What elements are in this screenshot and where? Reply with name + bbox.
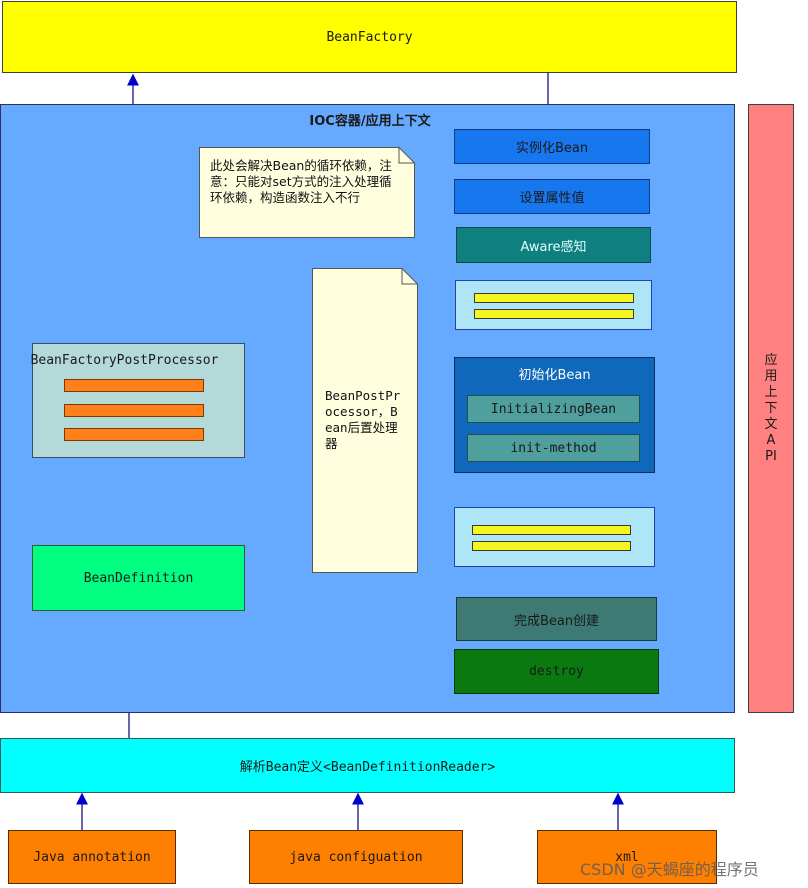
destroy-step: destroy (454, 649, 659, 694)
bean-definition-reader-box: 解析Bean定义<BeanDefinitionReader> (0, 738, 735, 793)
aware-step: Aware感知 (456, 227, 651, 263)
source-java-annotation: Java annotation (8, 830, 176, 884)
bean-factory-post-processor-label: BeanFactoryPostProcessor (30, 352, 219, 368)
circular-dependency-note-shape (199, 147, 415, 238)
bean-definition-box: BeanDefinition (32, 545, 245, 611)
bean-post-processor-note-shape (312, 268, 418, 573)
complete-bean-step: 完成Bean创建 (456, 597, 657, 641)
app-context-api-box: 应用上下文API (748, 104, 794, 713)
app-context-api-label: 应用上下文API (764, 352, 778, 464)
bfpp-bar-1 (64, 379, 204, 392)
initializing-bean-step: InitializingBean (467, 395, 640, 423)
instantiate-bean-step: 实例化Bean (454, 129, 650, 164)
init-bean-title: 初始化Bean (518, 367, 591, 383)
bean-factory-label: BeanFactory (326, 29, 413, 45)
bean-post-processor-before (455, 280, 652, 330)
init-method-step: init-method (467, 434, 640, 462)
source-java-configuation: java configuation (249, 830, 463, 884)
bean-definition-reader-label: 解析Bean定义<BeanDefinitionReader> (239, 760, 496, 775)
bpp-after-bar-2 (472, 541, 631, 551)
bfpp-bar-2 (64, 404, 204, 417)
bean-factory-box: BeanFactory (2, 1, 737, 73)
set-properties-step: 设置属性值 (454, 179, 650, 214)
bpp-before-bar-2 (474, 309, 634, 319)
bfpp-bar-3 (64, 428, 204, 441)
source-xml: xml (537, 830, 717, 884)
bpp-after-bar-1 (472, 525, 631, 535)
ioc-container-title: IOC容器/应用上下文 (309, 113, 431, 129)
circular-dependency-note: 此处会解决Bean的循环依赖，注意：只能对set方式的注入处理循环依赖，构造函数… (210, 158, 392, 205)
bpp-before-bar-1 (474, 293, 634, 303)
watermark: CSDN @天蝎座的程序员 (580, 860, 759, 879)
bean-post-processor-note: BeanPostProcessor，Bean后置处理器 (325, 388, 401, 451)
bean-post-processor-after (454, 507, 655, 567)
